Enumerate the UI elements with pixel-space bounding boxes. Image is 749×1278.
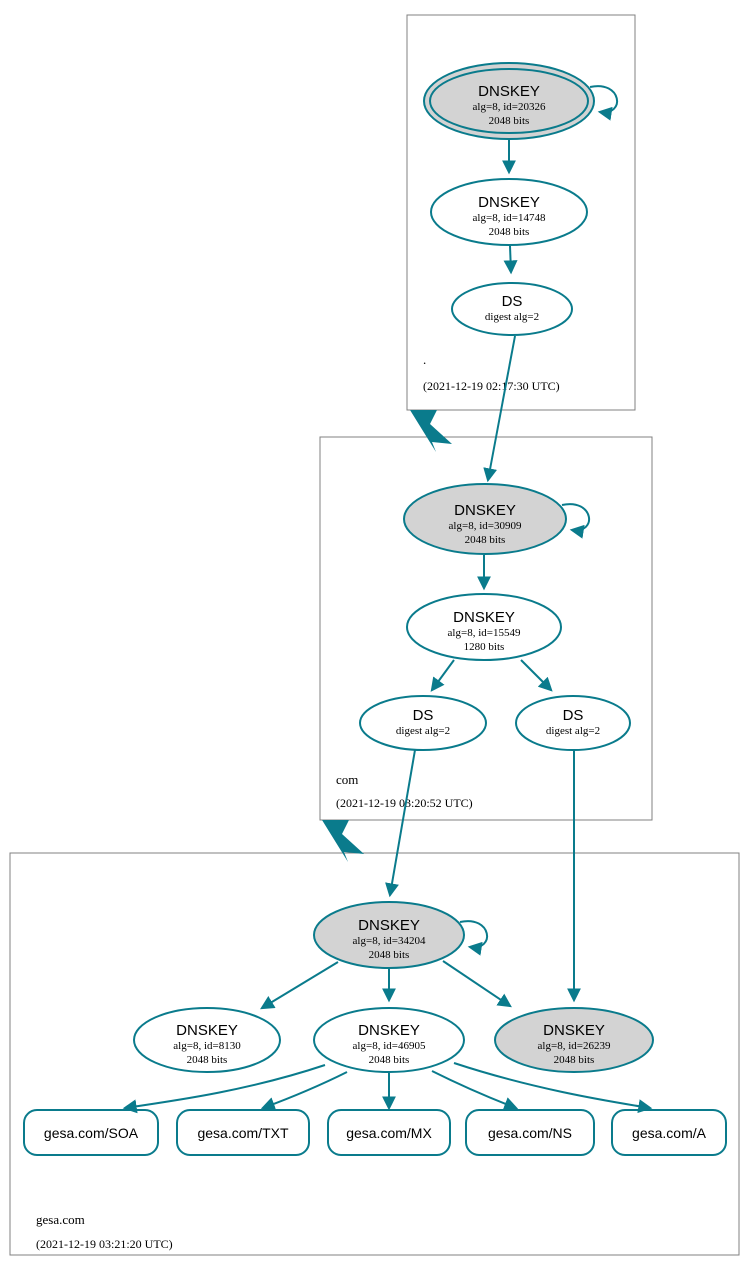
rrset-a[interactable]: gesa.com/A [611, 1109, 727, 1156]
edge-zone-delegation-root-to-com [410, 410, 452, 452]
node-gesa-key-8130[interactable]: DNSKEY alg=8, id=8130 2048 bits [133, 1007, 281, 1073]
rrset-mx-label: gesa.com/MX [346, 1125, 432, 1141]
node-com-ds-right-digest: digest alg=2 [546, 725, 600, 737]
node-gesa-ksk-title: DNSKEY [358, 917, 420, 934]
node-root-ksk-keyinfo: alg=8, id=20326 [473, 101, 546, 113]
rrset-soa-box [23, 1109, 159, 1156]
zone-com-box [319, 436, 653, 821]
zone-root-box [406, 14, 636, 411]
node-com-zsk[interactable]: DNSKEY alg=8, id=15549 1280 bits [406, 593, 562, 661]
node-gesa-key-26239-bits: 2048 bits [554, 1054, 595, 1066]
node-root-zsk-ellipse [430, 178, 588, 246]
node-com-ksk-ellipse [403, 483, 567, 555]
zone-com-timestamp: (2021-12-19 03:20:52 UTC) [336, 796, 473, 810]
rrset-a-box [611, 1109, 727, 1156]
node-gesa-key-8130-title: DNSKEY [176, 1022, 238, 1039]
node-root-ksk[interactable]: DNSKEY alg=8, id=20326 2048 bits [423, 62, 595, 140]
zone-gesa-box [9, 852, 740, 1256]
node-com-ksk-bits: 2048 bits [465, 534, 506, 546]
edge-gesa-ksk-to-key-26239 [442, 960, 512, 1008]
node-root-ksk-bits: 2048 bits [489, 115, 530, 127]
node-gesa-key-26239[interactable]: DNSKEY alg=8, id=26239 2048 bits [494, 1007, 654, 1073]
edge-zone-delegation-com-to-gesa [322, 820, 364, 862]
edge-com-ds-left-to-gesa-ksk [385, 749, 416, 898]
node-com-zsk-bits: 1280 bits [464, 641, 505, 653]
node-root-ds-digest: digest alg=2 [485, 311, 539, 323]
rrset-ns-box [465, 1109, 595, 1156]
node-com-ksk-title: DNSKEY [454, 502, 516, 519]
node-com-ksk[interactable]: DNSKEY alg=8, id=30909 2048 bits [403, 483, 567, 555]
node-gesa-key-46905-bits: 2048 bits [369, 1054, 410, 1066]
edge-key46905-to-rrset-soa [122, 1064, 326, 1114]
node-com-zsk-ellipse [406, 593, 562, 661]
node-gesa-ksk-keyinfo: alg=8, id=34204 [353, 935, 426, 947]
edge-com-zsk-to-ds-left [430, 659, 455, 692]
node-root-ksk-inner-ellipse [429, 68, 589, 134]
node-gesa-key-46905-keyinfo: alg=8, id=46905 [353, 1040, 426, 1052]
node-root-ksk-title: DNSKEY [478, 83, 540, 100]
zone-com-name: com [336, 772, 358, 787]
rrset-ns-label: gesa.com/NS [488, 1125, 572, 1141]
node-root-ds-ellipse [451, 282, 573, 336]
node-gesa-ksk-bits: 2048 bits [369, 949, 410, 961]
edge-gesa-ksk-self-sign [459, 920, 488, 956]
node-root-zsk-bits: 2048 bits [489, 226, 530, 238]
zone-root-name: . [423, 352, 426, 367]
node-com-ds-left-ellipse [359, 695, 487, 751]
node-com-ksk-keyinfo: alg=8, id=30909 [449, 520, 522, 532]
zone-root-timestamp: (2021-12-19 02:17:30 UTC) [423, 379, 560, 393]
node-gesa-key-46905-ellipse [313, 1007, 465, 1073]
node-gesa-key-8130-ellipse [133, 1007, 281, 1073]
node-gesa-key-8130-keyinfo: alg=8, id=8130 [173, 1040, 241, 1052]
rrset-soa-label: gesa.com/SOA [44, 1125, 139, 1141]
node-com-ds-left-title: DS [413, 707, 434, 724]
rrset-a-label: gesa.com/A [632, 1125, 707, 1141]
zone-gesa-timestamp: (2021-12-19 03:21:20 UTC) [36, 1237, 173, 1251]
node-gesa-key-26239-ellipse [494, 1007, 654, 1073]
node-root-zsk[interactable]: DNSKEY alg=8, id=14748 2048 bits [430, 178, 588, 246]
node-com-zsk-keyinfo: alg=8, id=15549 [448, 627, 521, 639]
node-com-ds-right-title: DS [563, 707, 584, 724]
edge-key46905-to-rrset-txt [260, 1071, 348, 1111]
node-gesa-ksk[interactable]: DNSKEY alg=8, id=34204 2048 bits [313, 901, 465, 969]
edge-com-zsk-to-ds-right [520, 659, 553, 692]
edge-root-zsk-to-root-ds [503, 245, 518, 275]
rrset-soa[interactable]: gesa.com/SOA [23, 1109, 159, 1156]
rrset-txt-label: gesa.com/TXT [197, 1125, 288, 1141]
zone-com[interactable]: DNSKEY alg=8, id=30909 2048 bits DNSKEY … [319, 335, 653, 821]
rrset-txt[interactable]: gesa.com/TXT [176, 1109, 310, 1156]
node-gesa-key-26239-title: DNSKEY [543, 1022, 605, 1039]
edge-root-ksk-self-sign [589, 85, 618, 121]
node-gesa-key-8130-bits: 2048 bits [187, 1054, 228, 1066]
edge-key46905-to-rrset-a [453, 1062, 653, 1114]
rrset-txt-box [176, 1109, 310, 1156]
zone-gesa[interactable]: DNSKEY alg=8, id=34204 2048 bits DNSKEY … [9, 749, 740, 1256]
node-root-ds-title: DS [502, 293, 523, 310]
node-com-ds-right[interactable]: DS digest alg=2 [515, 695, 631, 751]
node-com-ds-left-digest: digest alg=2 [396, 725, 450, 737]
rrset-ns[interactable]: gesa.com/NS [465, 1109, 595, 1156]
node-com-zsk-title: DNSKEY [453, 609, 515, 626]
edge-key46905-to-rrset-ns [431, 1070, 519, 1111]
zone-root[interactable]: DNSKEY alg=8, id=20326 2048 bits DNSKEY … [406, 14, 636, 411]
node-root-zsk-keyinfo: alg=8, id=14748 [473, 212, 546, 224]
zone-gesa-name: gesa.com [36, 1212, 85, 1227]
rrset-mx[interactable]: gesa.com/MX [327, 1109, 451, 1156]
edge-gesa-ksk-to-key-8130 [260, 961, 339, 1010]
node-root-ds[interactable]: DS digest alg=2 [451, 282, 573, 336]
node-root-zsk-title: DNSKEY [478, 194, 540, 211]
edge-com-ksk-self-sign [561, 503, 590, 539]
node-gesa-key-26239-keyinfo: alg=8, id=26239 [538, 1040, 611, 1052]
node-com-ds-left[interactable]: DS digest alg=2 [359, 695, 487, 751]
edge-root-ds-to-com-ksk [483, 335, 516, 483]
node-gesa-key-46905[interactable]: DNSKEY alg=8, id=46905 2048 bits [313, 1007, 465, 1073]
node-gesa-key-46905-title: DNSKEY [358, 1022, 420, 1039]
